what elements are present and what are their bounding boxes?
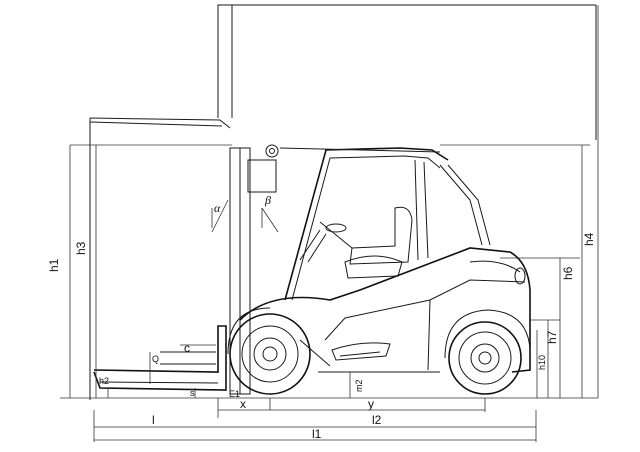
label-h4: h4 [582,232,596,246]
reference-lines [60,144,598,399]
forks [93,325,227,391]
label-y: y [368,397,374,411]
rear-wheel [444,309,531,395]
label-alpha: α [214,201,221,215]
raised-mast-outline [89,4,597,400]
label-h1: h1 [47,258,61,272]
truck-body [239,247,531,373]
label-c: c [184,341,190,355]
label-l1: l1 [312,427,322,441]
label-h7: h7 [545,330,559,344]
label-h10: h10 [537,355,547,370]
label-s: s [190,388,195,398]
label-x: x [240,397,246,411]
label-l: l [152,413,155,427]
label-q: Q [152,354,159,364]
lowered-mast [229,144,279,395]
label-l2: l2 [372,413,382,427]
label-h6: h6 [561,266,575,280]
label-h3: h3 [74,241,88,255]
seat-and-steering [299,206,413,279]
overhead-guard [279,147,491,301]
horizontal-dimension-lines [93,344,537,442]
label-e1: E1 [229,389,240,399]
front-wheel [227,307,311,395]
label-m2: m2 [354,379,364,392]
label-beta: β [264,193,271,207]
label-h2: h2 [99,376,109,386]
vertical-dimension-lines [69,5,599,398]
tilt-angle-marks [211,199,279,233]
